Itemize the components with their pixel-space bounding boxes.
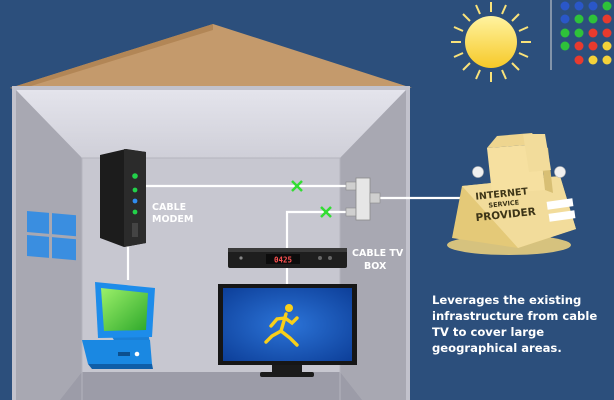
cable-tv-box-label-line2: BOX [364,261,387,272]
cable-modem-label-line2: MODEM [152,214,193,225]
ceiling [16,90,406,158]
isp-label-line2: SERVICE [488,198,519,209]
window-icon [27,211,76,261]
cable-splitter [345,177,381,221]
television-icon [218,284,357,377]
tv-box-display: 0425 [274,256,292,265]
roof [10,24,412,88]
running-person-icon [264,304,299,347]
isp-box-icon [447,133,576,255]
cables [126,184,468,286]
dots-logo-icon [550,0,612,70]
caption-text: Leverages the existing infrastructure fr… [432,293,598,355]
sun-icon [451,2,531,82]
cable-tv-box-icon: 0425 [228,248,347,268]
tvbox-to-splitter-cable [285,210,352,250]
cable-modem-label-line1: CABLE [152,202,186,213]
splice-marker-modem [291,180,303,192]
cable-modem-icon [100,149,146,247]
splice-marker-tvbox [320,206,332,218]
computer-icon [82,282,155,369]
floor [60,372,362,400]
cable-tv-box-label-line1: CABLE TV [352,248,404,259]
